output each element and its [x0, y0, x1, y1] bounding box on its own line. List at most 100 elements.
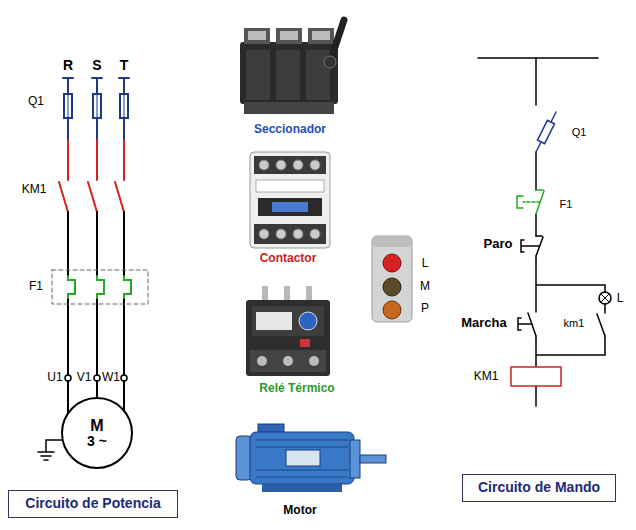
- supply-line: [478, 57, 598, 59]
- control-circuit: [478, 58, 611, 406]
- pushbutton-label: Marcha: [461, 316, 507, 330]
- button-label: M: [420, 280, 430, 293]
- terminal-label: W1: [102, 371, 120, 384]
- pin: [306, 286, 312, 302]
- motor-body: [250, 432, 354, 484]
- contactor-photo: [250, 152, 330, 248]
- front-plate: [252, 306, 324, 336]
- screw: [276, 160, 286, 170]
- screw: [309, 356, 319, 366]
- label-plate: [256, 312, 292, 330]
- body: [250, 152, 330, 248]
- contact-label: km1: [564, 317, 585, 329]
- lamp-cross: [601, 294, 609, 302]
- wire: [536, 58, 605, 406]
- body: [240, 42, 338, 104]
- fuse-switch: [536, 112, 556, 152]
- thermal-relay-frame: [52, 270, 148, 304]
- contactor-contact: [59, 140, 124, 212]
- screw: [257, 356, 267, 366]
- circuit-title: Circuito de Mando: [478, 480, 600, 495]
- button-label: P: [421, 302, 429, 315]
- terminal-band: [250, 350, 326, 372]
- start-button: [383, 278, 401, 296]
- start-actuator: [518, 318, 532, 330]
- device-tag: F1: [29, 280, 43, 293]
- terminal: [244, 28, 270, 44]
- disconnector-photo: [240, 20, 344, 114]
- motor-text: M: [90, 417, 103, 435]
- fuse-symbol: [537, 120, 554, 143]
- button-label: L: [422, 257, 429, 270]
- screw: [312, 31, 330, 40]
- terminal-band: [254, 224, 326, 244]
- circuit-title-box: Circuito de Potencia: [8, 490, 178, 518]
- pole: [246, 50, 270, 100]
- lever: [330, 20, 344, 62]
- terminal-label: V1: [77, 371, 92, 384]
- screw: [259, 229, 269, 239]
- stop-actuator: [521, 240, 539, 252]
- terminal-band: [254, 156, 326, 174]
- pole: [276, 50, 300, 100]
- device-tag: Q1: [572, 126, 587, 138]
- reset-button: [300, 339, 310, 347]
- dial: [299, 312, 317, 330]
- terminal-label: U1: [47, 371, 62, 384]
- circuit-title-box: Circuito de Mando: [462, 474, 616, 502]
- phase-label: T: [120, 58, 129, 73]
- terminal: [244, 102, 334, 114]
- front-cap: [350, 440, 360, 478]
- thermal-relay-photo: [246, 286, 330, 376]
- shaft: [360, 455, 386, 463]
- component-caption: Contactor: [260, 252, 317, 265]
- motor-symbol: M3 ~: [60, 396, 134, 470]
- housing-top: [373, 237, 411, 247]
- pushbutton-label: Paro: [484, 237, 513, 251]
- screw: [293, 160, 303, 170]
- coil-symbol: [511, 367, 561, 386]
- fuse-line: [68, 94, 124, 118]
- lamp-label: L: [617, 292, 624, 305]
- thermal-element: [517, 196, 523, 208]
- thermal-link: [523, 201, 540, 203]
- motor-circle: [62, 398, 132, 468]
- ground-symbol: [38, 440, 63, 460]
- component-caption: Relé Térmico: [259, 382, 334, 395]
- screw: [283, 356, 293, 366]
- body: [246, 300, 330, 376]
- phase-label: S: [92, 58, 101, 73]
- screw: [310, 229, 320, 239]
- actuator: [272, 202, 308, 212]
- pin: [262, 286, 268, 302]
- coil-tag: KM1: [474, 370, 499, 383]
- circuit-title: Circuito de Potencia: [25, 496, 160, 511]
- wire: [68, 78, 124, 140]
- phase-label: R: [63, 58, 73, 73]
- holding-contact: [597, 314, 605, 336]
- screw: [280, 31, 298, 40]
- window: [258, 198, 322, 216]
- terminal: [276, 28, 302, 44]
- screw: [293, 229, 303, 239]
- lamp-button: [383, 254, 401, 272]
- motor-text: 3 ~: [87, 434, 107, 449]
- housing: [372, 236, 412, 322]
- screw: [248, 31, 266, 40]
- stop-button: [383, 301, 401, 319]
- motor-feet: [262, 484, 342, 492]
- screw: [310, 160, 320, 170]
- pin: [284, 286, 290, 302]
- device-tag: Q1: [28, 95, 44, 108]
- device-tag: F1: [560, 198, 573, 210]
- thermal-element: [68, 276, 131, 298]
- lamp-symbol: [599, 292, 611, 304]
- hinge: [324, 56, 336, 68]
- cooling-fins: [256, 440, 348, 477]
- nameplate: [286, 450, 320, 466]
- component-caption: Motor: [283, 504, 316, 517]
- screw: [276, 229, 286, 239]
- terminal: [308, 28, 334, 44]
- component-caption: Seccionador: [254, 123, 326, 136]
